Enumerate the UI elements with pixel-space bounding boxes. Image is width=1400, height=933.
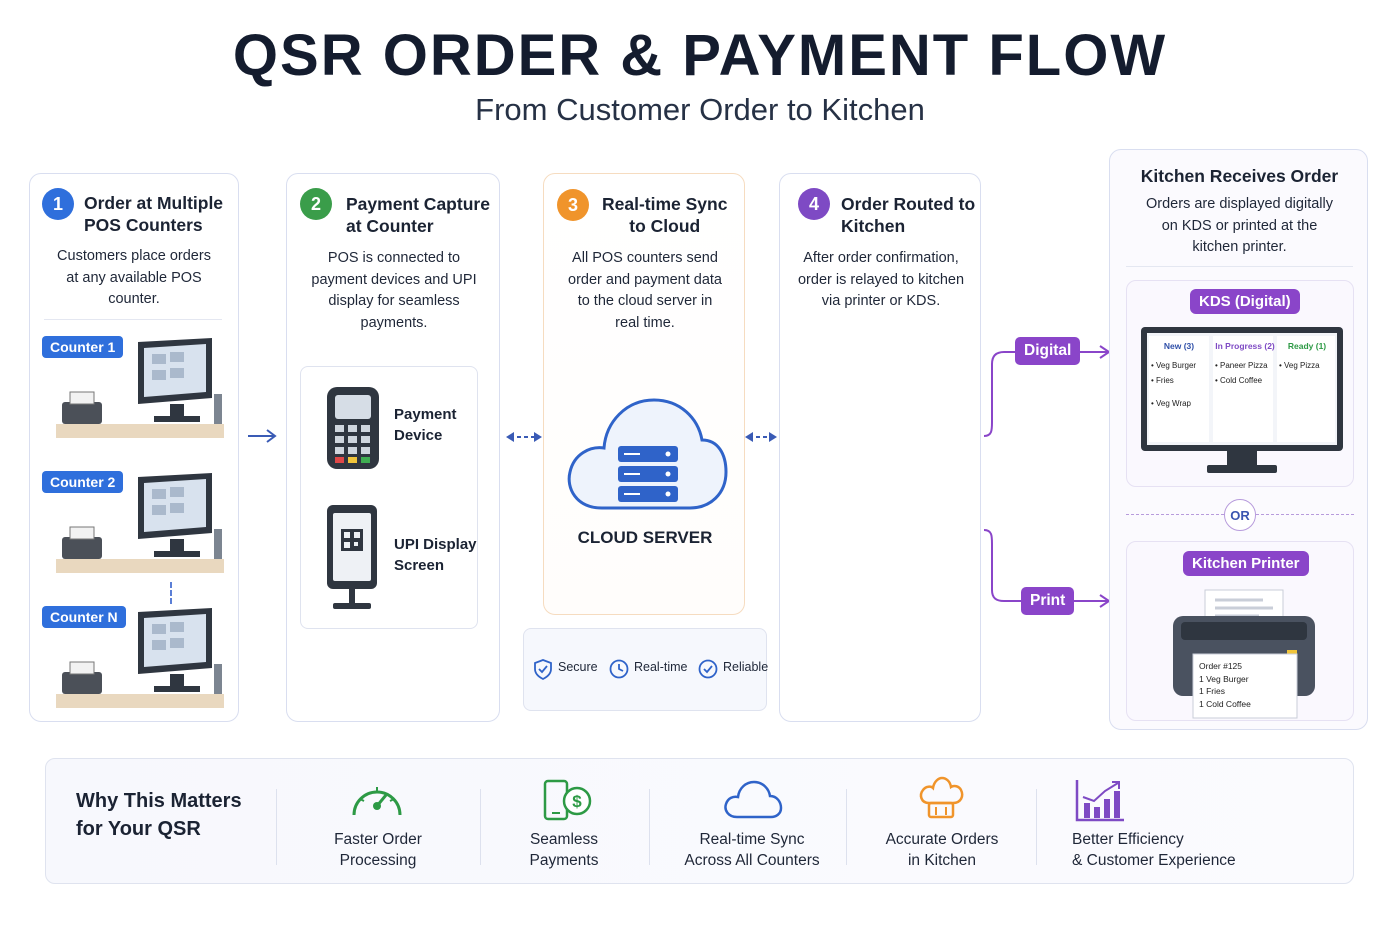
pos-counter-n: Counter N — [42, 602, 226, 714]
kds-column-in-progress: In Progress (2) • Paneer Pizza • Cold Co… — [1215, 341, 1275, 385]
pos-terminal-icon — [56, 608, 224, 708]
payment-device-label: Payment Device — [394, 406, 457, 444]
badge-secure: Secure — [558, 660, 598, 674]
or-label: OR — [1224, 499, 1256, 531]
step4-number: 4 — [798, 188, 830, 220]
kds-column-new: New (3) • Veg Burger • Fries • Veg Wrap — [1151, 341, 1197, 408]
step1-description: Customers place orders at any available … — [57, 248, 211, 307]
badge-realtime: Real-time — [634, 660, 688, 674]
printed-receipt: Order #125 1 Veg Burger 1 Fries 1 Cold C… — [1199, 661, 1251, 709]
step2-number: 2 — [300, 188, 332, 220]
step1-number: 1 — [42, 188, 74, 220]
step3-description: All POS counters send order and payment … — [568, 250, 722, 331]
badge-reliable: Reliable — [723, 660, 769, 674]
step4-description: After order confirmation, order is relay… — [797, 250, 965, 309]
page-subtitle: From Customer Order to Kitchen — [475, 92, 925, 127]
benefits-banner: Why This Matters for Your QSR Faster Ord… — [45, 758, 1354, 884]
kitchen-printer-title: Kitchen Printer — [1183, 551, 1309, 576]
kds-title: KDS (Digital) — [1190, 289, 1300, 314]
feature-faster-order: Faster Order Processing — [334, 831, 422, 869]
payment-terminal-icon — [327, 387, 379, 469]
upi-display-icon — [327, 505, 377, 609]
page-title: QSR ORDER & PAYMENT FLOW — [232, 23, 1168, 88]
counter-badge: Counter 2 — [42, 471, 124, 493]
kitchen-title: Kitchen Receives Order — [1140, 166, 1339, 186]
pos-terminal-icon — [56, 473, 224, 573]
clock-icon — [609, 659, 629, 679]
feature-realtime-sync: Real-time Sync Across All Counters — [684, 831, 820, 869]
step3-card: 3 Real-time Sync to Cloud All POS counte… — [543, 173, 745, 615]
kitchen-printer-panel: Kitchen Printer Order #125 1 Veg Burger … — [1126, 541, 1354, 721]
feature-accurate-orders: Accurate Orders in Kitchen — [885, 831, 999, 869]
chef-hat-icon — [919, 776, 964, 819]
more-counters-connector — [170, 582, 172, 604]
pos-terminal-icon — [56, 338, 224, 438]
printer-icon — [1173, 589, 1315, 719]
arrow-right-icon — [248, 429, 277, 443]
route-digital-label: Digital — [1015, 337, 1081, 365]
growth-chart-icon — [1075, 780, 1124, 822]
speedometer-icon — [352, 787, 402, 816]
benefits-title: Why This Matters for Your QSR — [76, 790, 242, 840]
kds-panel: KDS (Digital) New (3) • Veg Burger • Fri… — [1126, 280, 1354, 487]
feature-better-efficiency: Better Efficiency & Customer Experience — [1072, 831, 1236, 869]
step2-card: 2 Payment Capture at Counter POS is conn… — [286, 173, 500, 722]
step1-card: 1 Order at Multiple POS Counters Custome… — [29, 173, 239, 722]
kds-monitor-icon — [1141, 327, 1343, 473]
kds-column-ready: Ready (1) • Veg Pizza — [1279, 341, 1327, 370]
kitchen-description: Orders are displayed digitally on KDS or… — [1146, 196, 1333, 255]
cloud-server-icon — [567, 398, 728, 510]
counter-badge: Counter 1 — [42, 336, 124, 358]
cloud-icon — [724, 780, 783, 819]
step3-title: Real-time Sync to Cloud — [602, 194, 728, 236]
step2-description: POS is connected to payment devices and … — [311, 250, 477, 331]
step4-card: 4 Order Routed to Kitchen After order co… — [779, 173, 981, 722]
upi-display-label: UPI Display Screen — [394, 536, 477, 574]
payment-devices-panel: Payment Device UPI Display Screen — [300, 366, 478, 629]
svg-text:$: $ — [572, 792, 582, 811]
step2-title: Payment Capture at Counter — [346, 194, 490, 236]
kitchen-card: Kitchen Receives Order Orders are displa… — [1109, 149, 1368, 730]
route-print-label: Print — [1021, 587, 1075, 615]
cloud-properties-panel: Secure Real-time Reliable — [523, 628, 769, 711]
cloud-server-label: CLOUD SERVER — [577, 528, 713, 547]
step1-divider — [44, 319, 222, 320]
bidirectional-arrow-icon — [506, 432, 542, 442]
step4-title: Order Routed to Kitchen — [841, 194, 976, 236]
pos-counter-2: Counter 2 — [42, 467, 226, 579]
check-circle-icon — [698, 659, 718, 679]
feature-seamless-payments: Seamless Payments — [529, 831, 599, 869]
step1-title: Order at Multiple POS Counters — [84, 193, 224, 235]
pos-counter-1: Counter 1 — [42, 332, 226, 444]
counter-badge: Counter N — [42, 606, 126, 628]
step3-number: 3 — [557, 189, 589, 221]
shield-check-icon — [534, 659, 552, 680]
mobile-payment-icon: $ — [543, 779, 592, 821]
routing-connectors — [983, 345, 1111, 608]
bidirectional-arrow-icon — [745, 432, 777, 442]
